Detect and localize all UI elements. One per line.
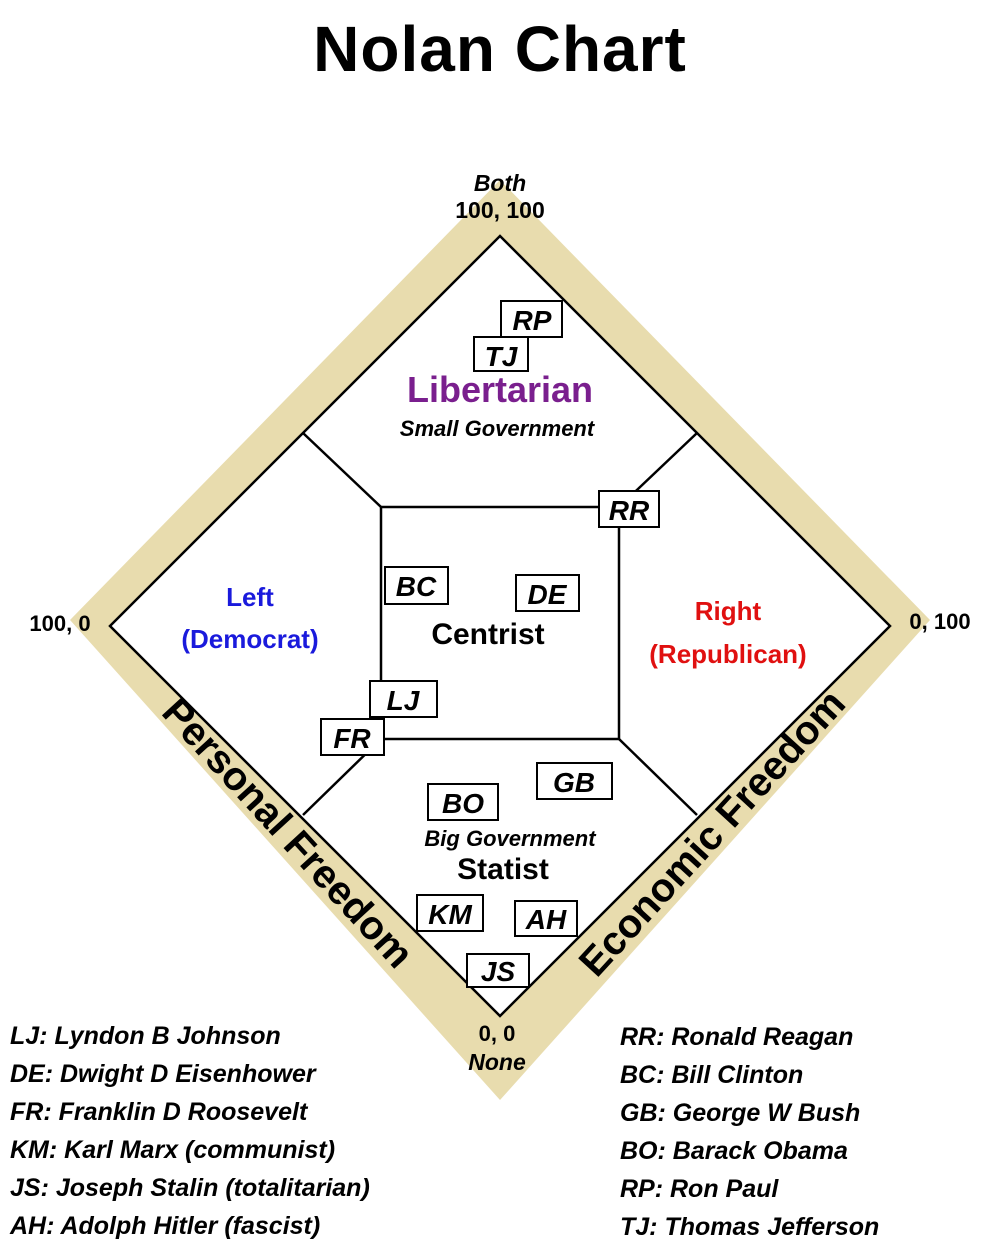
- legend-item: GB: George W Bush: [620, 1099, 861, 1127]
- left-sublabel: (Democrat): [181, 624, 318, 654]
- marker-ah: AH: [514, 900, 578, 937]
- svg-text:JS: JS: [481, 956, 516, 987]
- legend-item: RP: Ron Paul: [620, 1175, 779, 1203]
- marker-bo: BO: [427, 783, 499, 821]
- svg-text:BO: BO: [442, 788, 484, 819]
- svg-text:BC: BC: [396, 571, 437, 602]
- centrist-label: Centrist: [431, 618, 544, 651]
- svg-text:TJ: TJ: [485, 341, 519, 372]
- statist-sublabel: Big Government: [424, 826, 597, 851]
- legend-item: DE: Dwight D Eisenhower: [10, 1060, 316, 1088]
- svg-text:DE: DE: [528, 579, 568, 610]
- svg-text:RR: RR: [609, 495, 650, 526]
- chart-title: Nolan Chart: [313, 13, 687, 85]
- statist-label: Statist: [457, 853, 549, 886]
- marker-lj: LJ: [369, 680, 438, 718]
- svg-text:FR: FR: [333, 723, 371, 754]
- legend-item: BO: Barack Obama: [620, 1137, 848, 1165]
- marker-fr: FR: [320, 718, 385, 756]
- marker-js: JS: [466, 953, 530, 988]
- marker-bc: BC: [384, 566, 449, 605]
- libertarian-label: Libertarian: [407, 369, 593, 410]
- bottom-corner-value: 0, 0: [479, 1021, 516, 1046]
- left-label: Left: [226, 582, 274, 612]
- svg-text:LJ: LJ: [387, 685, 421, 716]
- legend-left: LJ: Lyndon B Johnson DE: Dwight D Eisenh…: [10, 1017, 370, 1245]
- legend-item: KM: Karl Marx (communist): [10, 1136, 336, 1164]
- svg-text:GB: GB: [553, 767, 595, 798]
- right-sublabel: (Republican): [649, 639, 806, 669]
- legend-item: RR: Ronald Reagan: [620, 1023, 854, 1051]
- legend-item: LJ: Lyndon B Johnson: [10, 1022, 281, 1050]
- divider-line: [302, 432, 382, 508]
- marker-rp: RP: [500, 300, 563, 338]
- legend-item: AH: Adolph Hitler (fascist): [10, 1212, 321, 1240]
- marker-de: DE: [515, 574, 580, 612]
- svg-text:RP: RP: [513, 305, 552, 336]
- top-corner-value: 100, 100: [455, 197, 545, 223]
- legend-item: FR: Franklin D Roosevelt: [10, 1098, 308, 1126]
- left-corner-value: 100, 0: [29, 611, 90, 636]
- bottom-corner-label: None: [468, 1049, 526, 1075]
- libertarian-sublabel: Small Government: [400, 416, 596, 441]
- centrist-box: [379, 505, 621, 741]
- marker-rr: RR: [598, 490, 660, 528]
- inner-diamond: [108, 234, 892, 1018]
- marker-tj: TJ: [473, 336, 529, 372]
- svg-text:KM: KM: [428, 899, 472, 930]
- right-corner-value: 0, 100: [909, 609, 970, 634]
- legend-item: BC: Bill Clinton: [620, 1061, 804, 1089]
- legend-item: TJ: Thomas Jefferson: [620, 1213, 880, 1241]
- marker-gb: GB: [536, 762, 613, 800]
- divider-line: [618, 738, 698, 816]
- legend-item: JS: Joseph Stalin (totalitarian): [10, 1174, 370, 1202]
- top-corner-label: Both: [474, 170, 526, 196]
- right-label: Right: [695, 596, 762, 626]
- legend-right: RR: Ronald Reagan BC: Bill Clinton GB: G…: [620, 1018, 879, 1246]
- marker-km: KM: [416, 894, 484, 932]
- svg-text:AH: AH: [525, 904, 567, 935]
